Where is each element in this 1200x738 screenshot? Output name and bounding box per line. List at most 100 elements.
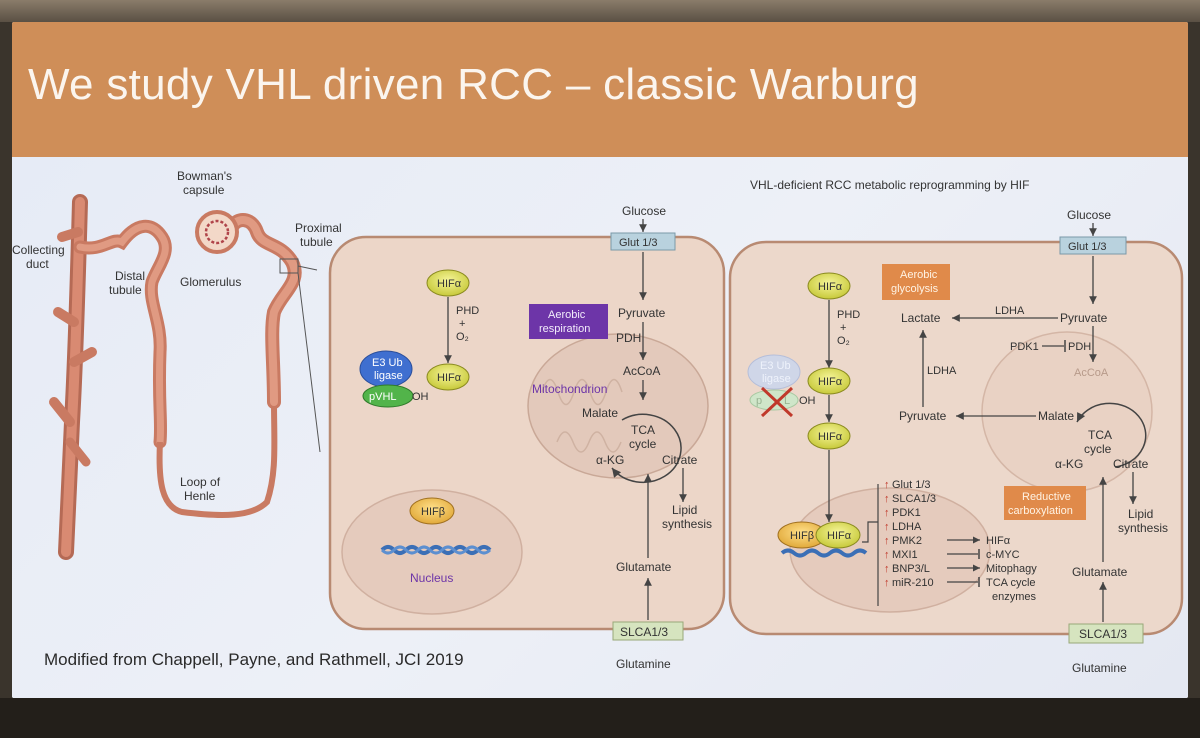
loop-of-henle-label-1: Loop of bbox=[180, 475, 221, 489]
rcc-glutamine-label: Glutamine bbox=[1072, 661, 1127, 675]
rcc-pyruvate-low-label: Pyruvate bbox=[899, 409, 947, 423]
rcc-pdh-label: PDH bbox=[1068, 341, 1091, 353]
slca-label: SLCA1/3 bbox=[620, 625, 668, 639]
rcc-hif-alpha-label: HIFα bbox=[818, 281, 843, 293]
room-ceiling bbox=[0, 0, 1200, 22]
glut-transporter bbox=[610, 232, 676, 251]
effect-label-1: c-MYC bbox=[986, 549, 1020, 561]
distal-tubule-label-2: tubule bbox=[109, 283, 142, 297]
rcc-o2-label: O₂ bbox=[837, 335, 850, 347]
rcc-nucleus-shape bbox=[789, 487, 991, 613]
hif-beta-label: HIFβ bbox=[421, 506, 445, 518]
o2-label: O₂ bbox=[456, 331, 469, 343]
pyruvate-label: Pyruvate bbox=[618, 306, 666, 320]
target-gene-2: PDK1 bbox=[892, 507, 921, 519]
rcc-hif-alpha-node bbox=[807, 272, 851, 300]
mitochondrion-label: Mitochondrion bbox=[532, 382, 607, 396]
dna-icon bbox=[380, 545, 492, 555]
aerobic-glycolysis-label-2: glycolysis bbox=[891, 283, 939, 295]
rcc-pvhl-p: p bbox=[756, 395, 762, 407]
effect-label-4: enzymes bbox=[992, 591, 1037, 603]
aerobic-respiration-label-2: respiration bbox=[539, 323, 590, 335]
rcc-hif-alpha-node-4 bbox=[815, 521, 861, 549]
pvhl-label: pVHL bbox=[369, 391, 397, 403]
phd-label: PHD bbox=[456, 305, 479, 317]
slide-title: We study VHL driven RCC – classic Warbur… bbox=[28, 60, 919, 109]
effect-label-2: Mitophagy bbox=[986, 563, 1037, 575]
rcc-glucose-label: Glucose bbox=[1067, 208, 1111, 222]
tca-label-2: cycle bbox=[629, 437, 657, 451]
rcc-tca-label-1: TCA bbox=[1088, 428, 1112, 442]
glucose-label: Glucose bbox=[622, 204, 666, 218]
rcc-pvhl-l: L bbox=[784, 395, 790, 407]
rcc-lipid-label-2: synthesis bbox=[1118, 521, 1168, 535]
room-floor bbox=[0, 698, 1200, 738]
rcc-e3-label-2: ligase bbox=[762, 373, 791, 385]
rcc-lipid-label-1: Lipid bbox=[1128, 507, 1153, 521]
rcc-glut-label: Glut 1/3 bbox=[1068, 241, 1107, 253]
target-gene-1: SLCA1/3 bbox=[892, 493, 936, 505]
aerobic-respiration-label-1: Aerobic bbox=[548, 309, 586, 321]
ldha-top-label: LDHA bbox=[995, 305, 1025, 317]
hif-beta-node bbox=[409, 497, 455, 525]
rcc-slca-label: SLCA1/3 bbox=[1079, 627, 1127, 641]
rcc-slca-transporter bbox=[1068, 623, 1144, 644]
rcc-glutamate-label: Glutamate bbox=[1072, 565, 1128, 579]
loop-of-henle-label-2: Henle bbox=[184, 489, 216, 503]
pvhl-node bbox=[362, 384, 414, 408]
target-gene-6: BNP3/L bbox=[892, 563, 930, 575]
effect-label-0: HIFα bbox=[986, 535, 1011, 547]
rcc-e3-ligase-node bbox=[747, 354, 801, 390]
hif-alpha-label: HIFα bbox=[437, 278, 462, 290]
rcc-hif-alpha-label-3: HIFα bbox=[818, 431, 843, 443]
rcc-plus-label: + bbox=[840, 322, 846, 334]
akg-label: α-KG bbox=[596, 453, 624, 467]
projection-screen: We study VHL driven RCC – classic Warbur… bbox=[12, 22, 1188, 698]
glutamate-label: Glutamate bbox=[616, 560, 672, 574]
up-arrow-icon: ↑ bbox=[884, 577, 890, 589]
lipid-label-2: synthesis bbox=[662, 517, 712, 531]
target-gene-4: PMK2 bbox=[892, 535, 922, 547]
target-gene-5: MXI1 bbox=[892, 549, 918, 561]
rcc-oh-label: OH bbox=[799, 395, 816, 407]
hif-alpha-label-2: HIFα bbox=[437, 372, 462, 384]
rcc-akg-label: α-KG bbox=[1055, 457, 1083, 471]
title-banner: We study VHL driven RCC – classic Warbur… bbox=[12, 22, 1188, 157]
oh-label: OH bbox=[412, 391, 429, 403]
glut-label: Glut 1/3 bbox=[619, 237, 658, 249]
collecting-duct-label-2: duct bbox=[26, 257, 49, 271]
up-arrow-icon: ↑ bbox=[884, 521, 890, 533]
bowmans-label-2: capsule bbox=[183, 183, 225, 197]
malate-label: Malate bbox=[582, 406, 618, 420]
aerobic-glycolysis-box bbox=[882, 264, 950, 300]
hif-alpha-node bbox=[426, 269, 470, 297]
reductive-label-1: Reductive bbox=[1022, 491, 1071, 503]
normal-cell-diagram: Glucose Glut 1/3 Pyruvate PDH AcCoA Aero… bbox=[328, 204, 726, 671]
lipid-label-1: Lipid bbox=[672, 503, 697, 517]
rcc-malate-label: Malate bbox=[1038, 409, 1074, 423]
reductive-carboxylation-box bbox=[1004, 486, 1086, 520]
credit-line: Modified from Chappell, Payne, and Rathm… bbox=[44, 650, 464, 669]
reductive-label-2: carboxylation bbox=[1008, 505, 1073, 517]
target-gene-0: Glut 1/3 bbox=[892, 479, 931, 491]
diagram: Collecting duct Distal tubule Bowman's c… bbox=[12, 169, 1184, 675]
aerobic-glycolysis-label-1: Aerobic bbox=[900, 269, 938, 281]
nucleus-label: Nucleus bbox=[410, 571, 453, 585]
up-arrow-icon: ↑ bbox=[884, 507, 890, 519]
citrate-label: Citrate bbox=[662, 453, 698, 467]
up-arrow-icon: ↑ bbox=[884, 493, 890, 505]
rcc-e3-label-1: E3 Ub bbox=[760, 360, 791, 372]
rcc-hif-alpha-label-2: HIFα bbox=[818, 376, 843, 388]
tca-cycle-arrow bbox=[611, 413, 682, 484]
rcc-hif-alpha-node-2 bbox=[807, 367, 851, 395]
rcc-dna-icon bbox=[780, 548, 868, 558]
glutamine-label: Glutamine bbox=[616, 657, 671, 671]
rcc-cell-diagram: VHL-deficient RCC metabolic reprogrammin… bbox=[728, 178, 1184, 675]
rcc-pyruvate-label: Pyruvate bbox=[1060, 311, 1108, 325]
tca-label-1: TCA bbox=[631, 423, 655, 437]
lactate-label: Lactate bbox=[901, 311, 941, 325]
accoa-label: AcCoA bbox=[623, 364, 660, 378]
up-arrow-icon: ↑ bbox=[884, 535, 890, 547]
hif-alpha-node-2 bbox=[426, 363, 470, 391]
